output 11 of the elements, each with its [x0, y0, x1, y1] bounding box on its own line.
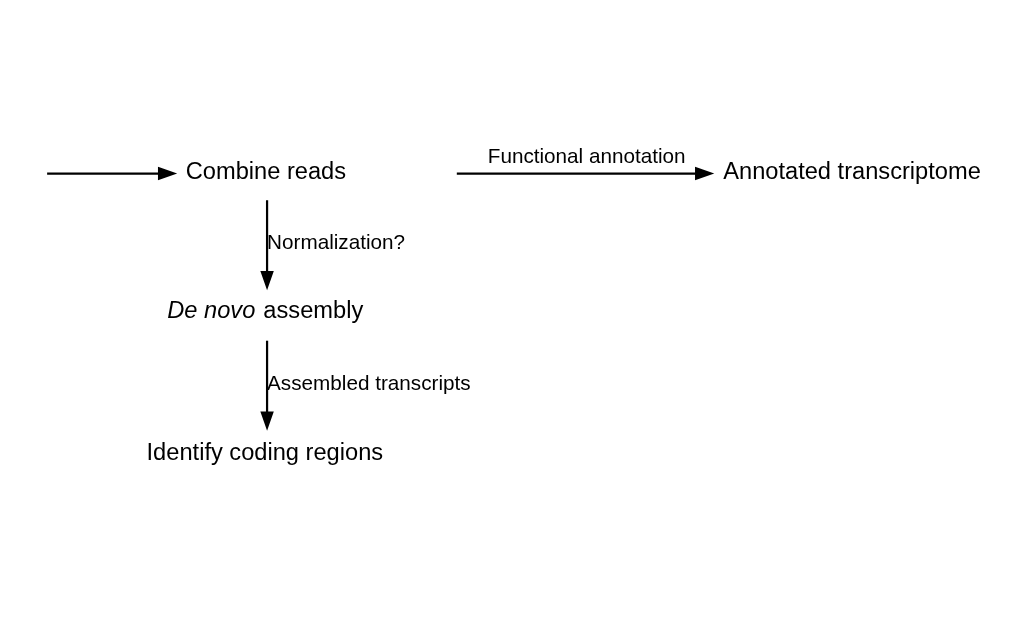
node-text: Identify coding regions: [146, 439, 384, 466]
node-text: Combine reads: [185, 158, 347, 185]
arrow: [260, 200, 274, 291]
node-text: Annotated transcriptome: [723, 158, 981, 185]
arrow: [456, 166, 715, 181]
edge-label: Normalization?: [267, 230, 406, 254]
edge-label: Assembled transcripts: [267, 370, 471, 394]
edge-label: Functional annotation: [487, 144, 686, 168]
arrow: [260, 340, 274, 431]
arrow: [47, 166, 178, 181]
node-text: De novo assembly: [167, 297, 364, 324]
